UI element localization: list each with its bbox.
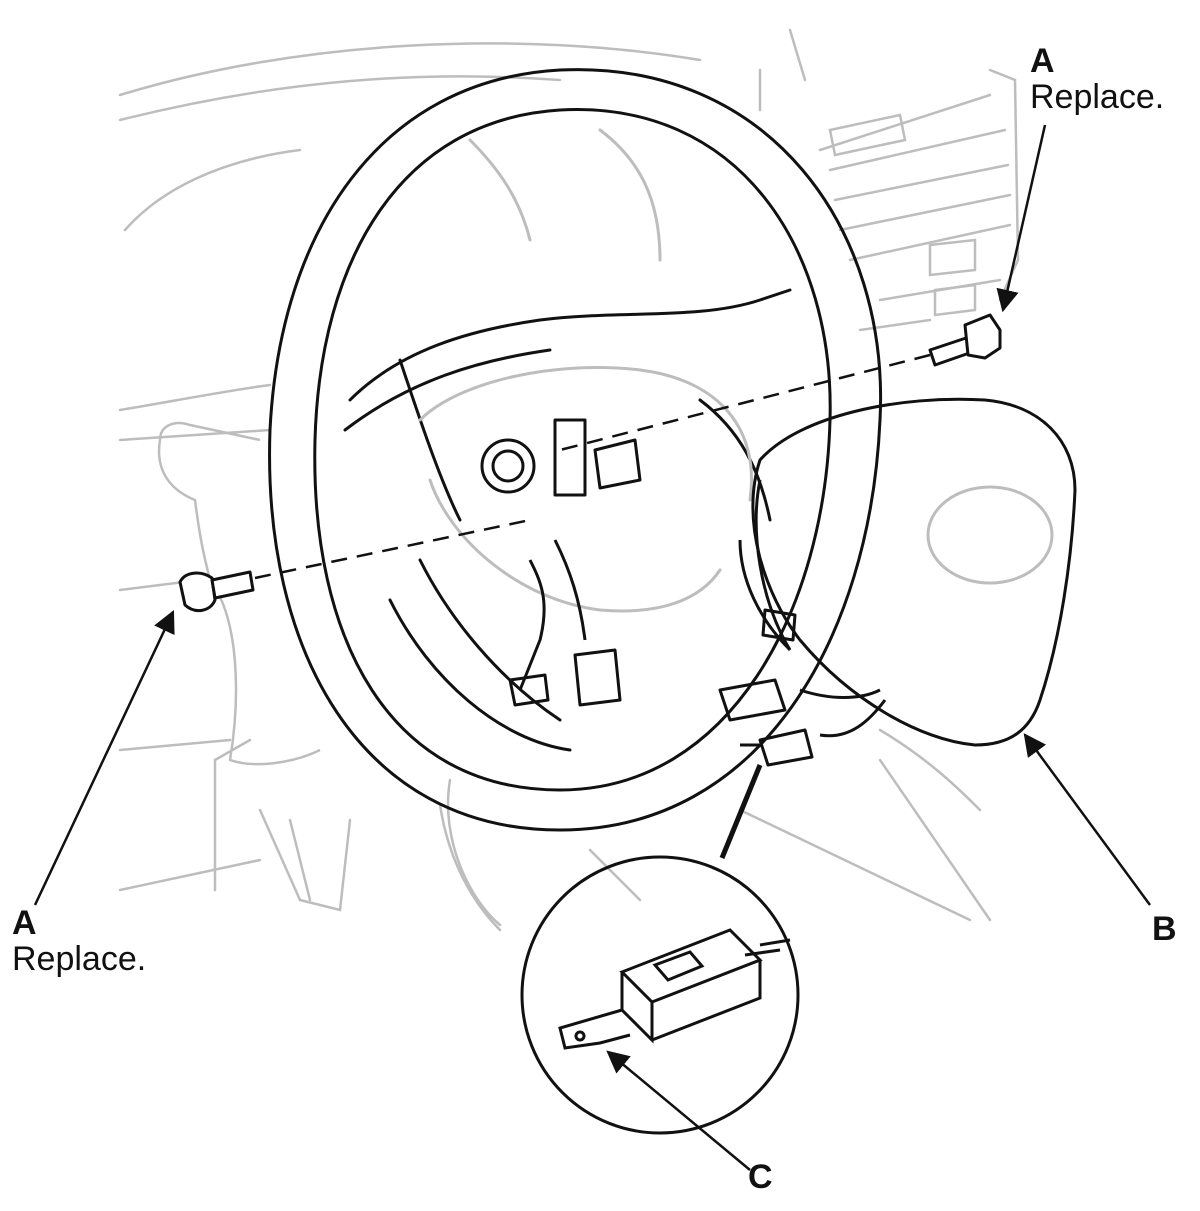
callout-a-left-note: Replace. [12,940,147,978]
torx-bolt-right [928,313,1002,367]
torx-bolt-left [178,570,255,613]
callout-b-letter: B [1152,910,1177,948]
alignment-dashes [254,353,931,580]
steering-wheel [268,68,883,832]
callout-a-left-letter: A [12,904,37,942]
leader-arrow-a-right [996,124,1047,313]
leader-arrow-b [1023,733,1152,906]
callout-a-right: A Replace. [1030,44,1164,114]
detail-magnifier [520,764,800,1135]
leader-arrow-a-left [33,609,175,906]
leader-arrow-c [606,1050,751,1171]
callout-a-right-letter: A [1030,42,1055,80]
driver-airbag-assembly [718,397,1077,767]
wheel-harness-connectors [508,418,642,707]
hub-bolt-hole [480,438,536,494]
dashboard-background [118,28,1020,932]
leader-arrows [33,124,1152,1171]
callout-a-right-note: Replace. [1030,78,1165,116]
callout-c-letter: C [748,1158,773,1196]
steering-column-cover [157,421,321,766]
callout-a-left: A Replace. [12,906,146,976]
callout-c: C [748,1160,773,1194]
callout-b: B [1152,912,1177,946]
